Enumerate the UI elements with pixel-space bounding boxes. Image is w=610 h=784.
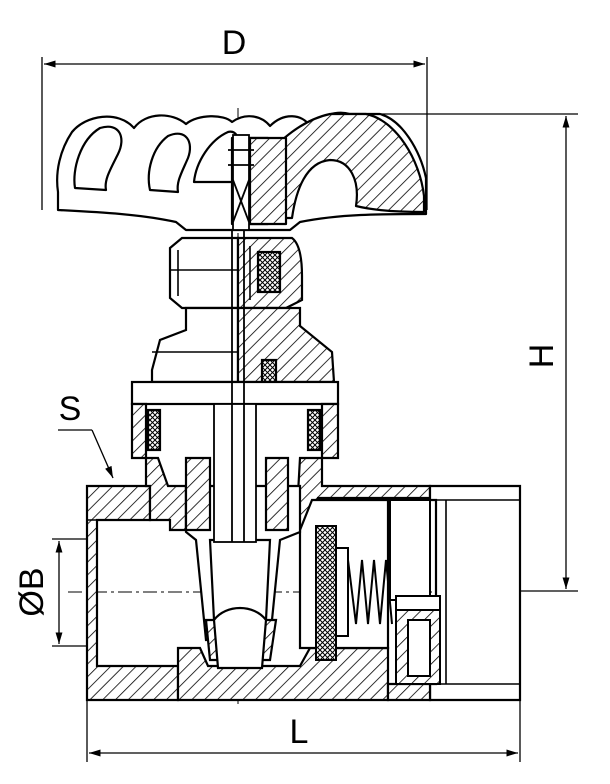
stem-top [228, 134, 254, 231]
leader-s [58, 429, 114, 479]
right-end [428, 484, 522, 702]
bonnet [150, 306, 338, 404]
leader-s-label: S [59, 390, 82, 428]
dimension-l-label: L [290, 713, 309, 751]
spring [347, 559, 393, 625]
handwheel [56, 111, 428, 232]
check-disc [315, 525, 349, 661]
gland-nut [168, 236, 304, 310]
handwheel-hatched-spoke [260, 112, 426, 220]
stem [213, 230, 257, 543]
valve-body [85, 456, 522, 702]
spring-holder [389, 499, 441, 685]
dimension-b-label: ØB [13, 567, 51, 616]
dimension-h-label: H [523, 344, 561, 369]
dimension-d-label: D [222, 24, 247, 62]
bonnet-flange [130, 380, 340, 460]
dimension-l [86, 700, 521, 762]
